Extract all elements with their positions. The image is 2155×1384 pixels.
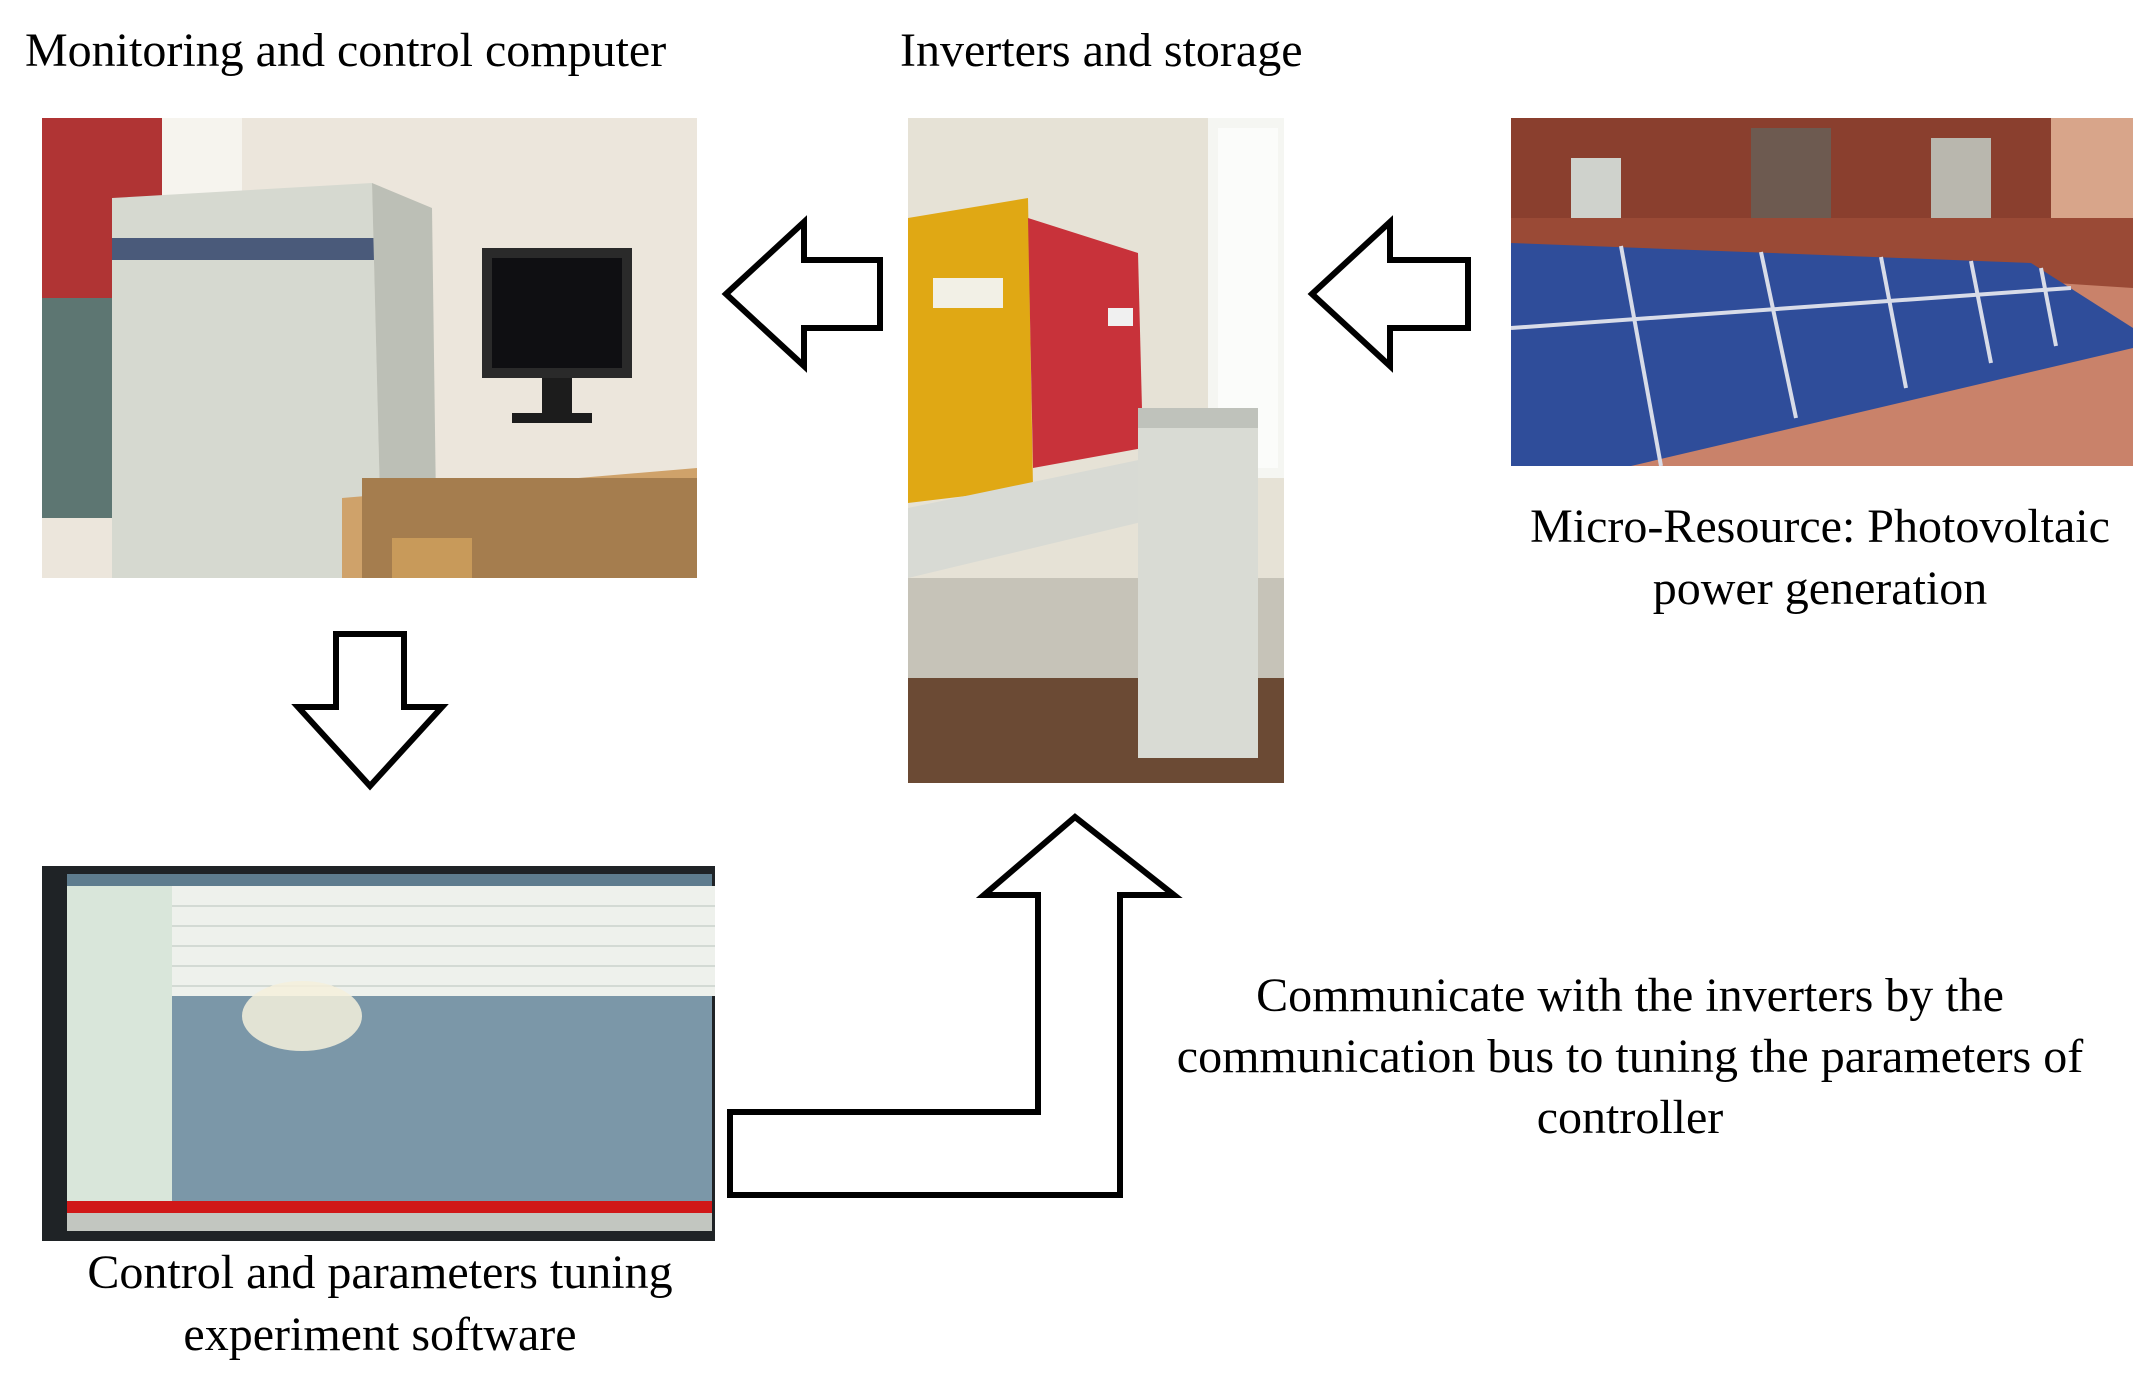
micro-resource-line-2: power generation: [1652, 562, 1988, 615]
tuning-software-screen-photo: [42, 866, 715, 1241]
inverters-storage-label: Inverters and storage: [900, 24, 1303, 77]
photovoltaic-panels-photo: [1511, 118, 2133, 466]
arrow-software-to-inverters: [727, 813, 1183, 1198]
arrow-pv-to-inverters: [1307, 215, 1471, 373]
communicate-line-3: controller: [1536, 1091, 1724, 1144]
arrow-computer-to-software: [291, 631, 449, 791]
arrow-inverters-to-computer: [721, 215, 883, 373]
micro-resource-label: Micro-Resource: Photovoltaic power gener…: [1500, 496, 2140, 620]
communicate-line-1: Communicate with the inverters by the: [1256, 969, 2004, 1022]
inverters-storage-photo: [908, 118, 1284, 783]
monitoring-computer-label: Monitoring and control computer: [25, 24, 667, 77]
software-label: Control and parameters tuning experiment…: [20, 1242, 740, 1366]
software-line-2: experiment software: [183, 1308, 577, 1361]
micro-resource-line-1: Micro-Resource: Photovoltaic: [1530, 500, 2110, 553]
communicate-label: Communicate with the inverters by the co…: [1120, 965, 2140, 1148]
software-line-1: Control and parameters tuning: [87, 1246, 673, 1299]
monitoring-computer-photo: [42, 118, 697, 578]
communicate-line-2: communication bus to tuning the paramete…: [1176, 1030, 2084, 1083]
